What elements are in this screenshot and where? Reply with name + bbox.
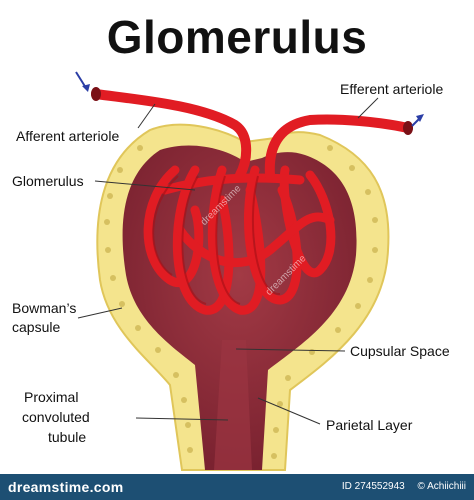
label-proximal-line2: convoluted xyxy=(22,409,90,425)
inflow-arrow-icon xyxy=(75,71,87,89)
capsule-cell-dots xyxy=(104,145,378,459)
label-cupsular-space: Cupsular Space xyxy=(350,343,450,359)
inflow-arrowhead-icon xyxy=(82,84,90,92)
label-glomerulus: Glomerulus xyxy=(12,173,84,189)
label-bowmans-capsule-line2: capsule xyxy=(12,319,60,335)
afferent-arteriole-opening xyxy=(91,87,101,101)
label-proximal-line3: tubule xyxy=(48,429,86,445)
label-bowmans-capsule-line1: Bowman’s xyxy=(12,300,76,316)
footer-bar: dreamstime.com ID 274552943 © Achiichiii xyxy=(0,474,474,500)
footer-image-id: ID 274552943 xyxy=(341,481,405,492)
tubule-lumen xyxy=(214,340,252,470)
outflow-arrowhead-icon xyxy=(416,114,424,122)
efferent-arteriole-vessel xyxy=(264,114,413,180)
glomerular-capillaries xyxy=(143,165,336,315)
afferent-arteriole-vessel xyxy=(91,89,252,180)
footer-author: © Achiichiii xyxy=(417,481,467,492)
label-afferent-arteriole: Afferent arteriole xyxy=(16,128,119,144)
glomerulus-diagram: Efferent arteriole Afferent arteriole Gl… xyxy=(12,71,450,471)
footer-meta: ID 274552943 © Achiichiii xyxy=(332,481,466,492)
footer-site-name: dreamstime.com xyxy=(8,479,124,495)
label-efferent-arteriole: Efferent arteriole xyxy=(340,81,443,97)
label-proximal-line1: Proximal xyxy=(24,389,78,405)
efferent-arteriole-opening xyxy=(403,121,413,135)
page-title: Glomerulus xyxy=(106,11,368,63)
glomerular-capillary-shading xyxy=(152,175,281,305)
leader-lines xyxy=(77,97,379,425)
label-parietal-layer: Parietal Layer xyxy=(326,417,413,433)
